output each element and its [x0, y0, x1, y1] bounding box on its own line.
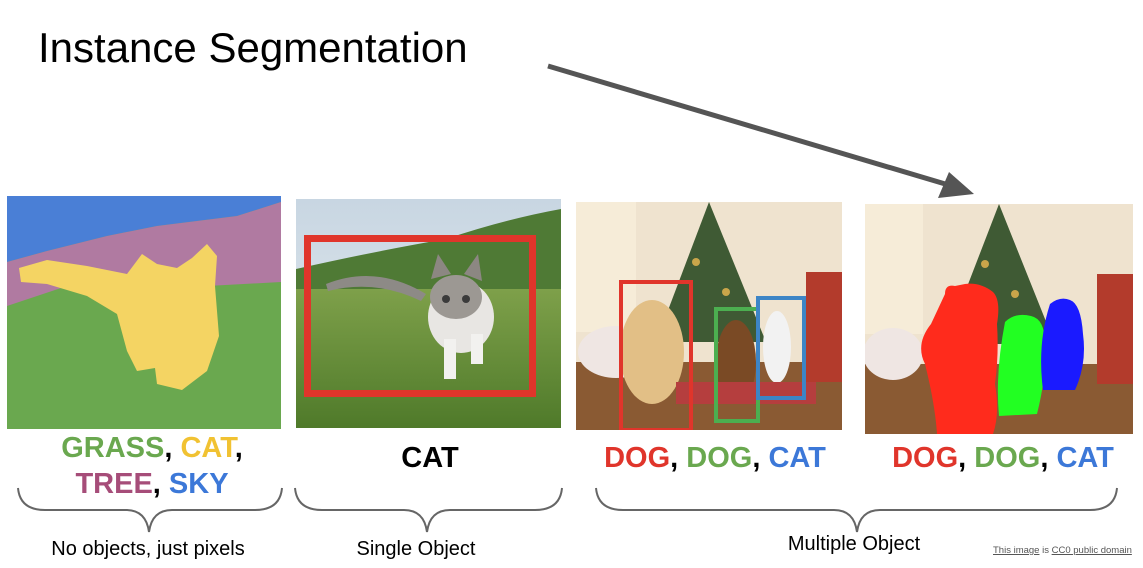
object-detection-image	[576, 202, 842, 430]
semantic-segmentation-image	[7, 196, 281, 429]
bounding-box-cat	[304, 235, 536, 397]
semantic-labels-line-1: GRASS, CAT,	[61, 432, 243, 464]
label-tree: TREE	[75, 468, 153, 500]
detection-label-dog-2: DOG	[686, 442, 753, 474]
instance-label-dog-1: DOG	[892, 442, 959, 474]
image-credit: This image is CC0 public domain	[993, 545, 1132, 556]
sky-region	[7, 196, 281, 262]
cat-photo-panel	[296, 199, 561, 428]
detection-labels: DOG, DOG, CAT	[604, 442, 826, 474]
semantic-labels-line-2: TREE, SKY	[75, 468, 229, 500]
dog-1-mask	[921, 283, 999, 434]
instance-labels: DOG, DOG, CAT	[892, 442, 1114, 474]
label-grass: GRASS	[61, 432, 165, 464]
brace-multiple-object	[595, 487, 1118, 533]
detection-label-dog-1: DOG	[604, 442, 671, 474]
instance-segmentation-image	[865, 204, 1133, 434]
credit-license-link[interactable]: CC0 public domain	[1051, 545, 1132, 556]
group-label-multiple-object: Multiple Object	[787, 533, 921, 555]
classification-label: CAT	[401, 442, 459, 474]
instance-label-cat: CAT	[1056, 442, 1114, 474]
page-title: Instance Segmentation	[38, 24, 468, 71]
label-sky: SKY	[168, 468, 229, 500]
label-cat: CAT	[180, 432, 235, 464]
brace-no-objects	[17, 487, 283, 533]
bounding-box-dog-1	[619, 280, 693, 430]
brace-single-object	[294, 487, 563, 533]
instance-label-dog-2: DOG	[974, 442, 1041, 474]
detection-label-cat: CAT	[768, 442, 826, 474]
cat-mask	[1041, 298, 1084, 390]
bounding-box-cat	[756, 296, 806, 400]
group-label-single-object: Single Object	[356, 538, 476, 560]
cat-region	[19, 244, 219, 390]
group-label-no-objects: No objects, just pixels	[51, 538, 245, 560]
dog-2-mask	[997, 314, 1046, 416]
credit-image-link[interactable]: This image	[993, 545, 1040, 556]
